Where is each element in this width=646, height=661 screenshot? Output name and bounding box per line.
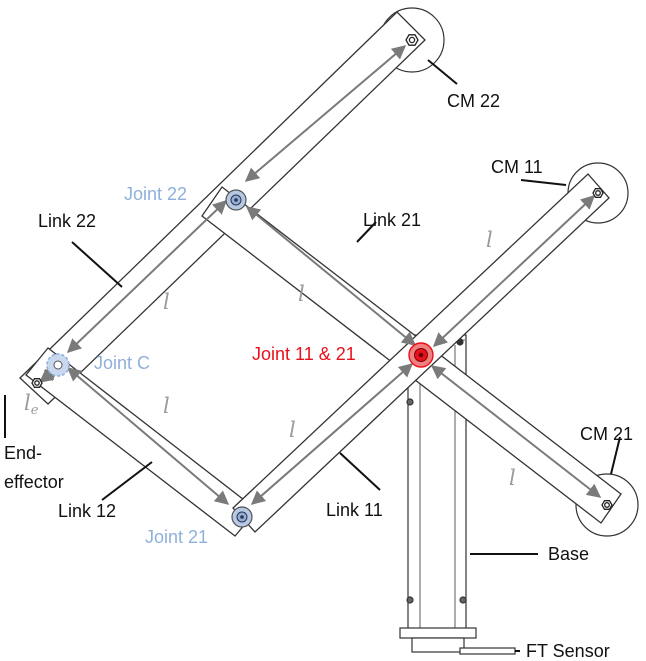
joint-11-21-marker (408, 342, 434, 368)
label-joint22: Joint 22 (124, 184, 187, 204)
symbol-l-cm11: l (486, 228, 493, 252)
labels: CM 22 CM 11 CM 21 Joint 22 Joint 21 Join… (4, 91, 633, 661)
links (19, 11, 622, 537)
label-link21: Link 21 (363, 210, 421, 230)
joints (46, 189, 434, 528)
symbol-le-sub: e (31, 403, 39, 418)
label-jointC: Joint C (94, 353, 150, 373)
symbol-l-link11: l (289, 418, 296, 442)
base-plate (399, 627, 477, 639)
symbol-le-main: l (24, 391, 31, 415)
symbol-l-link22: l (163, 290, 170, 314)
joint-c-marker (46, 353, 70, 377)
label-link12: Link 12 (58, 501, 116, 521)
length-symbols: l l l l l l le (24, 228, 516, 490)
leader-lines (4, 59, 621, 652)
bolts (31, 34, 613, 510)
length-arrows (38, 45, 602, 505)
label-ft-sensor: FT Sensor (526, 641, 610, 661)
label-end-effector-2: effector (4, 472, 64, 492)
label-cm11: CM 11 (491, 157, 543, 177)
label-joint11-21: Joint 11 & 21 (252, 344, 356, 364)
label-cm21: CM 21 (580, 424, 633, 444)
joint-22-marker (225, 189, 247, 211)
symbol-l-cm21: l (509, 466, 516, 490)
ft-sensor-body (411, 637, 465, 653)
label-base: Base (548, 544, 589, 564)
symbol-l-link21: l (298, 282, 305, 306)
label-link11: Link 11 (326, 500, 383, 520)
label-link22: Link 22 (38, 211, 96, 231)
ft-sensor-cable (459, 647, 516, 655)
label-cm22: CM 22 (447, 91, 500, 111)
symbol-l-link12: l (163, 394, 170, 418)
joint-21-marker (231, 506, 253, 528)
label-end-effector-1: End- (4, 443, 42, 463)
symbol-le: le (24, 391, 39, 418)
label-joint21: Joint 21 (145, 527, 208, 547)
